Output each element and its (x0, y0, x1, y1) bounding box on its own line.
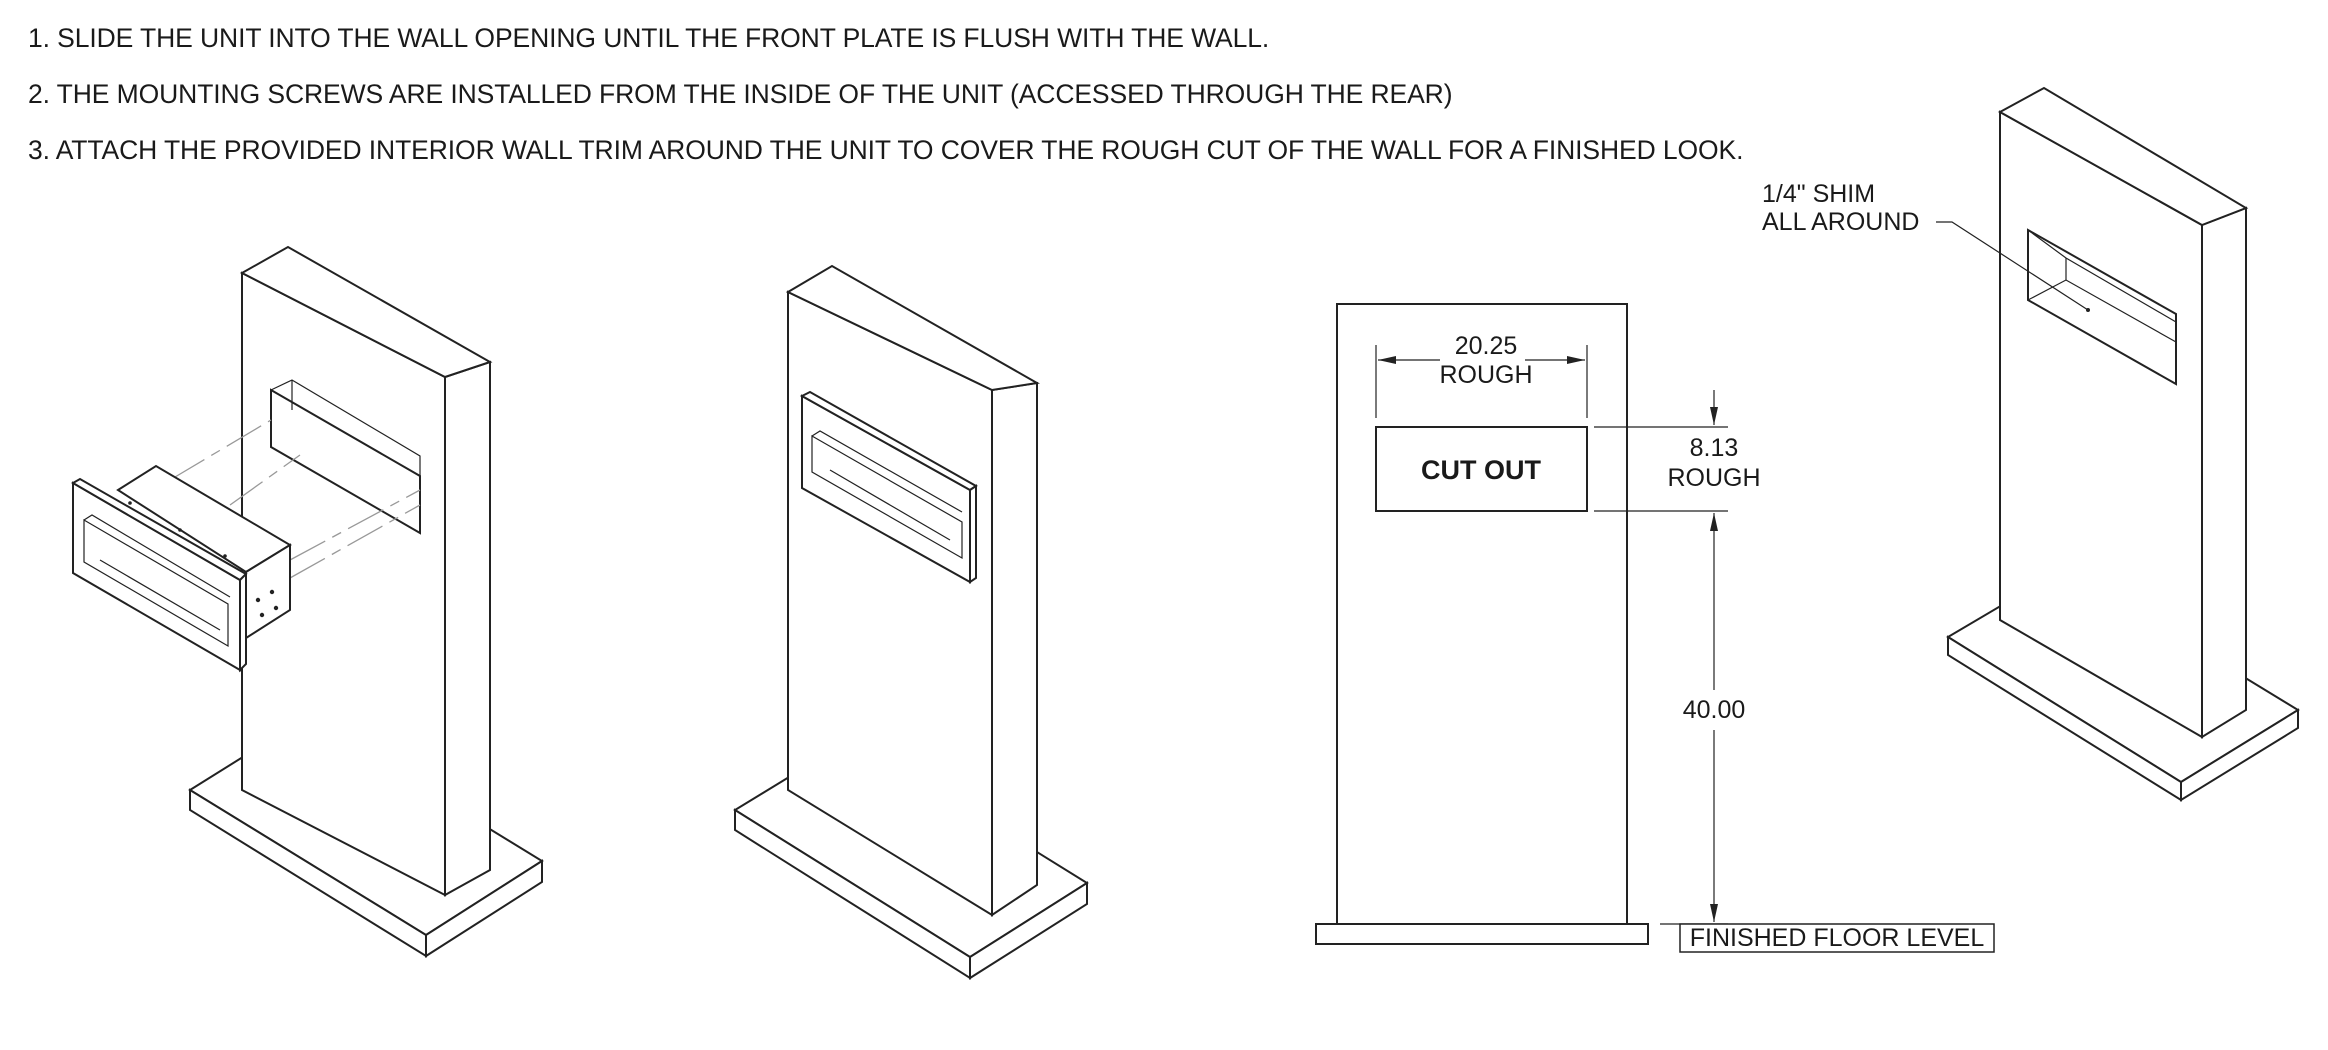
unit-viewing-window (83, 518, 229, 648)
cutout-label: CUT OUT (1421, 455, 1541, 485)
width-dimension-note: ROUGH (1439, 361, 1532, 389)
height-dimension-note: ROUGH (1667, 464, 1760, 492)
wall-panel-side (2201, 206, 2247, 739)
unit-viewing-window (811, 434, 963, 560)
wall-panel-side (991, 381, 1038, 917)
shim-detail-view: 1/4" SHIM ALL AROUND (1762, 86, 2300, 802)
width-dimension-value: 20.25 (1455, 332, 1518, 360)
wall-opening (2027, 228, 2177, 386)
instruction-list: 1. SLIDE THE UNIT INTO THE WALL OPENING … (28, 10, 2308, 178)
cutout-rectangle (1375, 426, 1588, 512)
base-slab-side (425, 859, 543, 958)
instruction-step-1: 1. SLIDE THE UNIT INTO THE WALL OPENING … (28, 23, 1270, 53)
shim-leader-line (1936, 221, 2089, 311)
base-slab-side (969, 881, 1088, 980)
wall-panel-side (444, 360, 491, 897)
installed-view (733, 264, 1089, 980)
instruction-step-3: 3. ATTACH THE PROVIDED INTERIOR WALL TRI… (28, 135, 1744, 165)
front-elevation-view: CUT OUT 20.25 ROUGH 8.13 ROUGH 40.00 FIN… (1315, 303, 1995, 953)
wall-panel-top (785, 264, 1040, 392)
wall-panel-elevation (1336, 303, 1628, 925)
finished-floor-label: FINISHED FLOOR LEVEL (1690, 924, 1985, 952)
height-dimension-value: 8.13 (1690, 434, 1739, 462)
elevation-dimension-value: 40.00 (1683, 696, 1746, 724)
instruction-step-2: 2. THE MOUNTING SCREWS ARE INSTALLED FRO… (28, 79, 1453, 109)
exploded-view (70, 245, 544, 958)
shim-note-line-1: 1/4" SHIM (1762, 180, 1875, 208)
wall-panel-top (239, 245, 493, 379)
shim-note-line-2: ALL AROUND (1762, 208, 1919, 236)
wall-opening (270, 388, 421, 535)
wall-panel-top (1997, 86, 2249, 227)
base-slab-side (2180, 708, 2299, 802)
floor-slab-elevation (1315, 923, 1649, 945)
finished-floor-box (1679, 923, 1995, 953)
